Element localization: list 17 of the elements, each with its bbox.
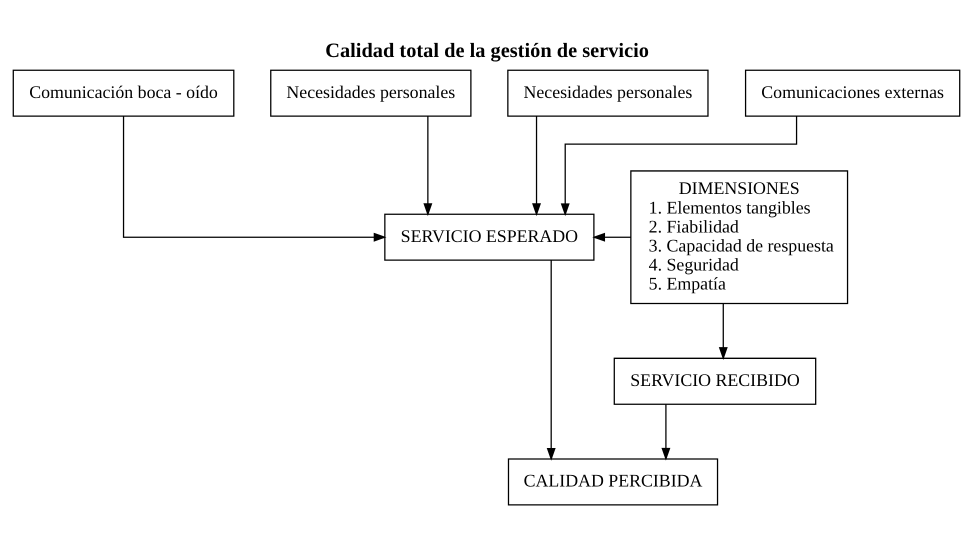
node-box: SERVICIO ESPERADO [384, 213, 595, 260]
node-box: Comunicación boca - oído [12, 69, 234, 116]
arrow [592, 232, 631, 242]
node-box: CALIDAD PERCIBIDA [508, 458, 718, 506]
arrow [661, 404, 670, 460]
arrow [122, 116, 386, 242]
arrow [718, 303, 728, 360]
node-box: Necesidades personales [507, 69, 709, 116]
arrow [423, 116, 432, 216]
arrow [546, 260, 556, 460]
diagram-title: Calidad total de la gestión de servicio [325, 40, 649, 62]
node-box: DIMENSIONES 1. Elementos tangibles 2. Fiabilidad 3. Capacidad de respuesta 4. Seguridad 5. Empatía [630, 170, 848, 304]
arrow [560, 116, 798, 216]
node-box: Comunicaciones externas [744, 69, 960, 116]
node-box: Necesidades personales [270, 69, 472, 116]
node-box: SERVICIO RECIBIDO [614, 357, 816, 404]
arrow [532, 116, 541, 216]
